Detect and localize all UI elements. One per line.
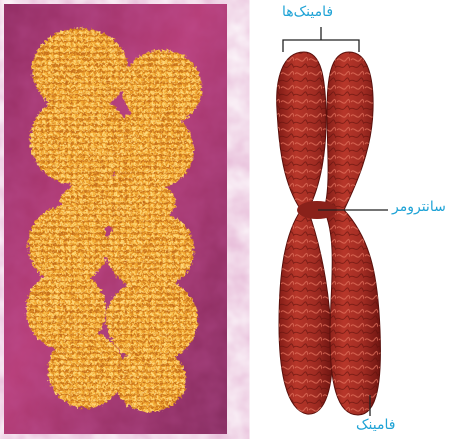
micrograph-panel xyxy=(4,4,227,434)
chromatid-label: فامینک xyxy=(356,417,395,433)
chromosome-illustration xyxy=(277,52,381,415)
centromere-label: سانترومر xyxy=(392,199,446,215)
chromatids-bracket xyxy=(283,40,359,52)
right-chromatid xyxy=(324,52,380,415)
micrograph-chromosome xyxy=(26,28,202,412)
chromatids-label: فامینک‌ها xyxy=(282,4,333,20)
left-chromatid xyxy=(277,52,333,414)
